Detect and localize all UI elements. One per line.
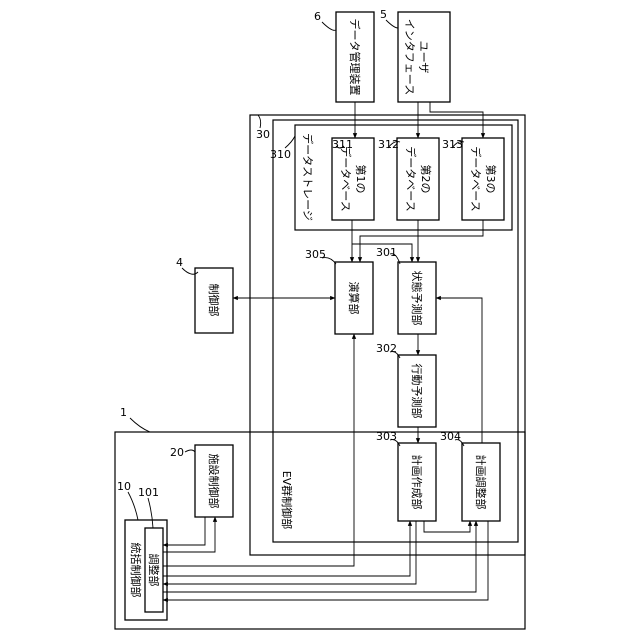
label-storage: データストレージ xyxy=(301,133,315,221)
label-state-pred: 状態予測部 xyxy=(410,271,424,326)
label-db3-line1: 第3の xyxy=(484,165,498,194)
leader-usrif xyxy=(322,22,336,30)
label-control-4: 制御部 xyxy=(207,284,221,317)
label-ev-group: EV群制御部 xyxy=(280,471,294,529)
label-db1-line2: データベース xyxy=(339,146,353,211)
label-adjust-inner: 調整部 xyxy=(147,554,161,587)
label-db3-line2: データベース xyxy=(469,146,483,211)
ref-db3: 313 xyxy=(442,138,463,151)
wire-planadjust-statepred xyxy=(436,298,482,443)
ref-facility: 20 xyxy=(170,446,184,459)
ref-data-mgmt: 5 xyxy=(380,8,387,21)
label-db1-line1: 第1の xyxy=(354,165,368,194)
label-db2-line2: データベース xyxy=(404,146,418,211)
leader-datamgmt xyxy=(386,20,398,28)
label-general-control: 統括制御部 xyxy=(129,543,143,598)
ref-user-if: 6 xyxy=(314,10,321,23)
ref-storage: 310 xyxy=(270,148,291,161)
leader-system xyxy=(130,418,150,432)
label-user-if-line1: ユーザ xyxy=(417,41,430,74)
ref-plan-adjust: 304 xyxy=(440,430,461,443)
label-db2-line1: 第2の xyxy=(419,165,433,194)
label-plan-create: 計画作成部 xyxy=(410,455,424,510)
label-facility: 施設制御部 xyxy=(207,454,221,509)
label-action-pred: 行動予測部 xyxy=(410,364,424,419)
ref-system: 1 xyxy=(120,406,127,419)
wire-adjust-plancreate-1 xyxy=(163,521,410,576)
ref-ev-group: 30 xyxy=(256,128,270,141)
wire-facility-adjust-1 xyxy=(163,517,205,545)
wire-facility-adjust-2 xyxy=(163,517,215,552)
label-user-if-line2: インタフェース xyxy=(403,19,416,95)
wire-plancreate-planadjust xyxy=(424,521,470,532)
wire-adjust-planadjust-2 xyxy=(163,521,488,600)
label-plan-adjust: 計画調整部 xyxy=(474,455,488,510)
ref-adjust-inner: 101 xyxy=(138,486,159,499)
leader-storage xyxy=(285,136,295,148)
ref-plan-create: 303 xyxy=(376,430,397,443)
leader-evgroup xyxy=(258,115,261,128)
label-data-mgmt: データ管理装置 xyxy=(348,19,362,96)
ref-calc: 305 xyxy=(305,248,326,261)
ref-general-control: 10 xyxy=(117,480,131,493)
ref-action-pred: 302 xyxy=(376,342,397,355)
leader-facility xyxy=(185,450,195,452)
wire-adjust-plancreate-2 xyxy=(163,521,416,584)
ref-state-pred: 301 xyxy=(376,246,397,259)
ref-db2: 312 xyxy=(378,138,399,151)
ref-control-4: 4 xyxy=(176,256,183,269)
label-calc: 演算部 xyxy=(347,282,361,315)
leader-general xyxy=(128,492,138,520)
